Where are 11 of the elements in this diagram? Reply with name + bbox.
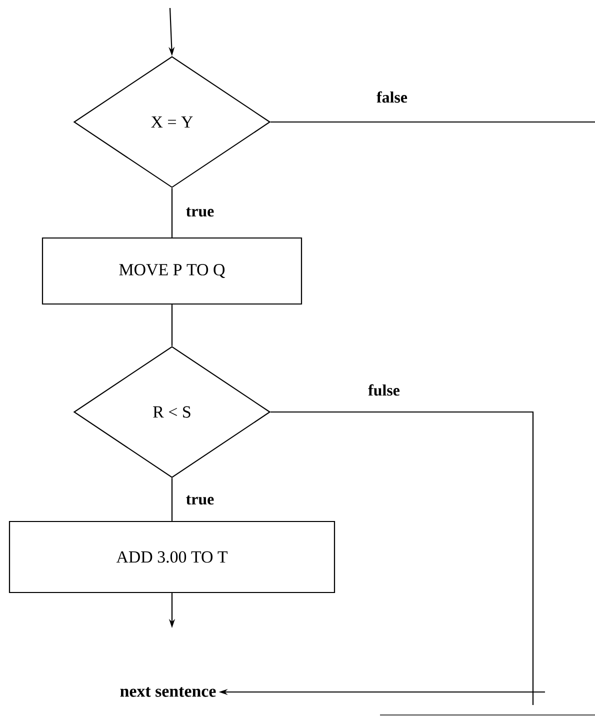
edge-label: true [186,207,214,217]
edge-label: false [376,91,408,103]
connector-line [171,188,173,238]
process-box: ADD 3.00 TO T [8,520,336,594]
terminal-text: next sentence [120,687,216,697]
connector-line [270,121,595,123]
edge-label: true [186,495,214,505]
process-box: MOVE P TO Q [42,237,302,305]
connector-line [171,304,173,346]
edge-label: fulse [368,384,400,396]
connector-line [171,478,173,521]
